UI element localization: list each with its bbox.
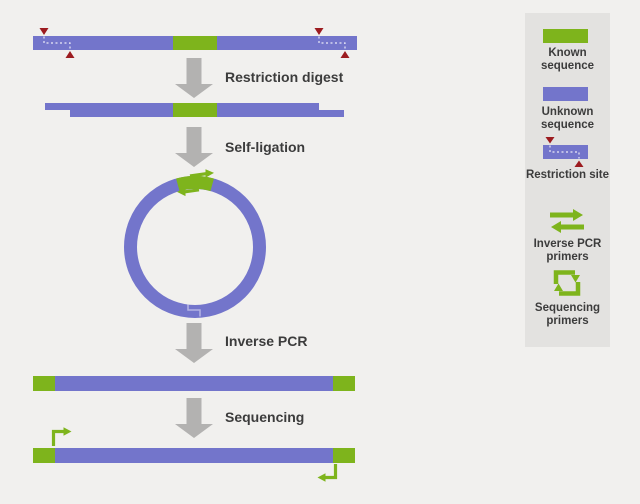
plasmid-circle	[124, 169, 266, 318]
restriction-site-mark-right	[314, 28, 350, 58]
cut-line	[318, 36, 346, 50]
down-arrow-icon	[175, 58, 213, 98]
known-sequence-end-right	[333, 448, 355, 463]
legend-label-restriction-site: Restriction site	[525, 169, 610, 181]
restriction-arrow-down-icon	[545, 137, 555, 144]
restriction-arrow-down-icon	[39, 28, 49, 35]
step-label-inverse-pcr: Inverse PCR	[225, 333, 308, 349]
known-sequence-segment	[173, 103, 217, 117]
restriction-arrow-up-icon	[65, 51, 75, 58]
known-sequence-end-right	[333, 376, 355, 391]
original-dna-bar	[33, 36, 357, 50]
legend-label-inverse-pcr-primers: Inverse PCR primers	[533, 238, 602, 263]
sequencing-template-bar	[33, 448, 355, 463]
inverse-pcr-primer-right-icon	[189, 169, 214, 178]
inverse-pcr-primers-icon	[550, 209, 584, 233]
plasmid-ring	[124, 176, 266, 318]
sequencing-primer-forward-icon	[51, 427, 72, 446]
restriction-arrow-up-icon	[574, 160, 584, 167]
inverse-pcr-primer-left-icon	[177, 187, 200, 197]
restriction-arrow-up-icon	[340, 51, 350, 58]
down-arrow-icon	[175, 323, 213, 363]
step-label-restriction-digest: Restriction digest	[225, 69, 344, 85]
restriction-site-mark-left	[39, 28, 75, 58]
legend-label-unknown-sequence: Unknown sequence	[540, 106, 595, 131]
restriction-arrow-down-icon	[314, 28, 324, 35]
ligation-joint	[187, 304, 201, 317]
known-sequence-segment	[173, 36, 217, 50]
known-sequence-end-left	[33, 376, 55, 391]
legend-label-known-sequence: Known sequence	[540, 47, 595, 72]
known-sequence-swatch	[543, 29, 588, 43]
restriction-site-icon	[543, 137, 588, 167]
cut-line	[43, 36, 71, 50]
step-label-self-ligation: Self-ligation	[225, 139, 306, 155]
down-arrow-icon	[175, 398, 213, 438]
legend-panel: Known sequence Unknown sequence Restrict…	[525, 13, 610, 347]
step-label-sequencing: Sequencing	[225, 409, 305, 425]
known-sequence-end-left	[33, 448, 55, 463]
pcr-product-bar	[33, 376, 355, 391]
unknown-sequence-swatch	[543, 87, 588, 101]
sequencing-primers-icon	[553, 270, 581, 296]
down-arrow-icon	[175, 127, 213, 167]
legend-label-sequencing-primers: Sequencing primers	[534, 302, 601, 327]
sequencing-primer-reverse-icon	[317, 464, 338, 482]
known-sequence-arc	[176, 175, 214, 192]
